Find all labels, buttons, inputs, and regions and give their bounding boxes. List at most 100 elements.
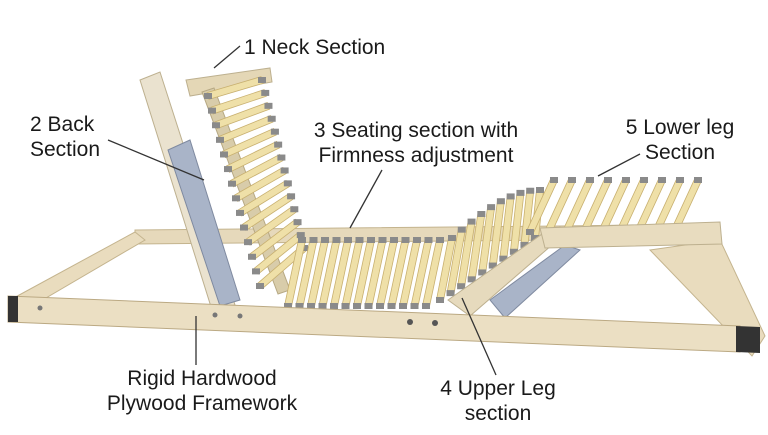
slat-holder — [457, 283, 466, 290]
lower-leg-section-label-line2: Section — [644, 141, 716, 164]
slat-holder — [436, 297, 444, 303]
slat-holder — [399, 303, 407, 309]
framework-label-line1: Rigid Hardwood — [127, 367, 277, 390]
slat-holder — [232, 195, 240, 202]
slat-holder — [488, 262, 497, 269]
slat-holder — [378, 237, 387, 243]
slat-holder — [261, 89, 270, 96]
slat-holder — [477, 211, 486, 217]
leader-lower-leg — [597, 153, 641, 177]
slat-holder — [376, 303, 384, 309]
slat-holder — [550, 177, 558, 183]
slat-holder — [509, 248, 518, 255]
slat-holder — [220, 151, 228, 158]
slat-holder — [341, 303, 350, 309]
framework-label: Rigid Hardwood Plywood Framework — [92, 366, 312, 416]
slat-holder — [496, 198, 505, 205]
neck-section-label-line1: 1 Neck Section — [244, 36, 386, 59]
slat-holder — [526, 187, 535, 194]
slat-holder — [256, 283, 264, 289]
upper-leg-section-label-line1: 4 Upper Leg — [440, 377, 556, 400]
slat-holder — [676, 177, 684, 183]
upper-leg-section-label: 4 Upper Leg section — [428, 376, 568, 426]
slat-holder — [284, 303, 292, 309]
slat-holder — [307, 303, 315, 309]
slat-holder — [506, 193, 515, 200]
slat-holder — [467, 218, 476, 225]
leader-neck — [213, 45, 241, 69]
frame-front-rail — [7, 295, 760, 353]
slat-holder — [355, 237, 364, 243]
back-section-label: 2 Back Section — [30, 112, 100, 162]
back-section-slats — [204, 76, 308, 290]
slat-holder — [694, 177, 702, 183]
slat-holder — [478, 269, 487, 276]
slat-holder — [318, 303, 327, 309]
seating-section-slats — [284, 237, 444, 309]
slat-holder — [280, 167, 289, 174]
slat-holder — [321, 237, 329, 243]
slat-holder — [287, 193, 296, 200]
slat-holder — [367, 237, 375, 243]
slat-holder — [526, 229, 534, 235]
slat-holder — [640, 177, 648, 183]
slat-holder — [283, 180, 292, 187]
slat-holder — [267, 115, 276, 122]
slat-holder — [424, 237, 433, 243]
upper-leg-section-label-line2: section — [464, 402, 532, 425]
slat-holder — [216, 136, 224, 143]
slat-holder — [270, 128, 279, 135]
slat-holder — [401, 237, 410, 243]
leader-lines — [107, 45, 641, 376]
slat-holder — [204, 93, 212, 99]
slat-holder — [390, 237, 398, 243]
slat-holder — [208, 107, 216, 114]
slat-holder — [387, 303, 396, 309]
leader-upper-leg — [461, 297, 497, 376]
slat-holder — [248, 253, 256, 260]
framework-label-line2: Plywood Framework — [106, 392, 298, 415]
slat-holder — [520, 241, 529, 248]
slat-holder — [274, 141, 283, 148]
slat-holder — [364, 303, 373, 309]
slat-holder — [277, 154, 286, 161]
slat-holder — [344, 237, 352, 243]
leader-back — [107, 139, 205, 181]
seating-section-label: 3 Seating section with Firmness adjustme… — [296, 118, 536, 168]
slat-holder — [290, 206, 299, 213]
slat-holder — [295, 303, 304, 309]
slat-holder — [622, 177, 630, 183]
slat-holder — [436, 237, 444, 243]
seating-section-label-line2: Firmness adjustment — [318, 144, 514, 167]
lower-leg-section-label-line1: 5 Lower leg — [625, 116, 735, 139]
leader-seating — [349, 169, 383, 229]
slat-holder — [457, 226, 466, 233]
slat-holder — [467, 276, 476, 283]
slat-holder — [422, 303, 430, 309]
upper-leg-frame — [447, 221, 723, 319]
slat-holder — [330, 303, 338, 309]
slat-holder — [298, 237, 306, 243]
slat-holder — [309, 237, 318, 243]
slat-holder — [604, 177, 612, 183]
slat-holder — [252, 268, 260, 275]
slat-holder — [531, 235, 539, 241]
slat-holder — [293, 219, 302, 226]
slat-holder — [516, 189, 525, 196]
slat-holder — [296, 232, 305, 239]
slat-holder — [258, 77, 266, 83]
neck-section-label: 1 Neck Section — [244, 35, 385, 60]
slat-holder — [224, 166, 232, 173]
slat-holder — [244, 239, 252, 246]
slat-holder — [658, 177, 666, 183]
slat-holder — [353, 303, 361, 309]
slat-holder — [586, 177, 594, 183]
slat-holder — [236, 209, 244, 216]
slat-holder — [264, 102, 273, 109]
slat-holder — [446, 290, 455, 297]
slat-holder — [413, 237, 421, 243]
slat-holder — [499, 255, 508, 262]
lower-leg-section-label: 5 Lower leg Section — [620, 115, 740, 165]
slat-holder — [568, 177, 576, 183]
